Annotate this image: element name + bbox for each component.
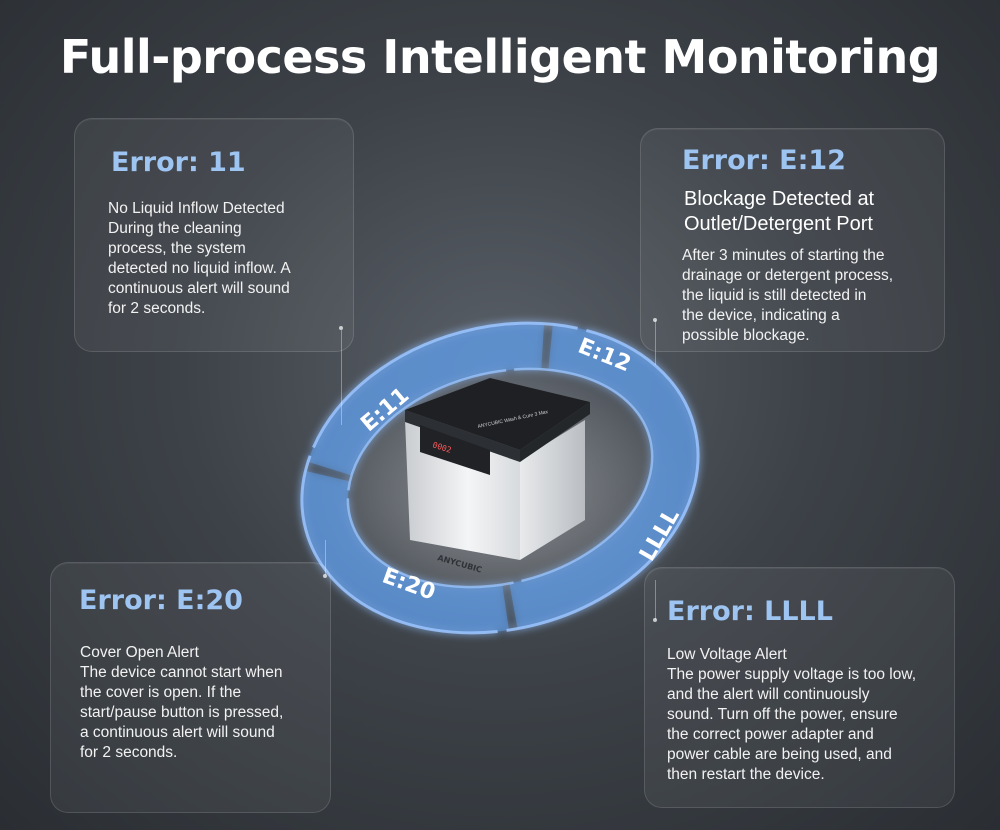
- error-card-e11: Error: 11 No Liquid Inflow Detected Duri…: [74, 118, 354, 352]
- leader-dot-llll: [653, 618, 657, 622]
- error-code: Error: 11: [111, 147, 246, 178]
- leader-dot-e11: [339, 326, 343, 330]
- error-code: Error: LLLL: [667, 596, 833, 627]
- leader-line-llll: [655, 580, 656, 620]
- error-description: After 3 minutes of starting the drainage…: [682, 247, 894, 344]
- device-lid-side: [520, 402, 590, 462]
- ring-inner-edge: [346, 367, 654, 589]
- leader-dot-e12: [653, 318, 657, 322]
- error-card-e12: Error: E:12 Blockage Detected at Outlet/…: [640, 128, 945, 352]
- ring-segments: [300, 321, 700, 635]
- error-card-llll: Error: LLLL Low Voltage Alert The power …: [644, 567, 955, 808]
- ring-band: [301, 323, 699, 633]
- error-description: Low Voltage Alert The power supply volta…: [667, 646, 916, 783]
- ring-outer-edge: [300, 321, 700, 635]
- page-title: Full-process Intelligent Monitoring: [59, 30, 941, 84]
- device-illustration: 0002 ANYCUBIC Wash & Cure 3 Max ANYCUBIC: [405, 378, 590, 575]
- device-lid-edge: [405, 410, 520, 462]
- device-display-panel: [420, 425, 490, 475]
- error-code: Error: E:12: [682, 145, 846, 176]
- leader-line-e20: [325, 540, 326, 575]
- device-lid: [405, 378, 590, 450]
- error-card-e20: Error: E:20 Cover Open Alert The device …: [50, 562, 331, 813]
- error-subtitle: Blockage Detected at Outlet/Detergent Po…: [684, 188, 875, 235]
- device-side: [520, 420, 585, 560]
- error-description: No Liquid Inflow Detected During the cle…: [108, 200, 291, 317]
- error-code: Error: E:20: [79, 585, 243, 616]
- error-description: Cover Open Alert The device cannot start…: [80, 644, 284, 761]
- leader-line-e11: [341, 330, 342, 425]
